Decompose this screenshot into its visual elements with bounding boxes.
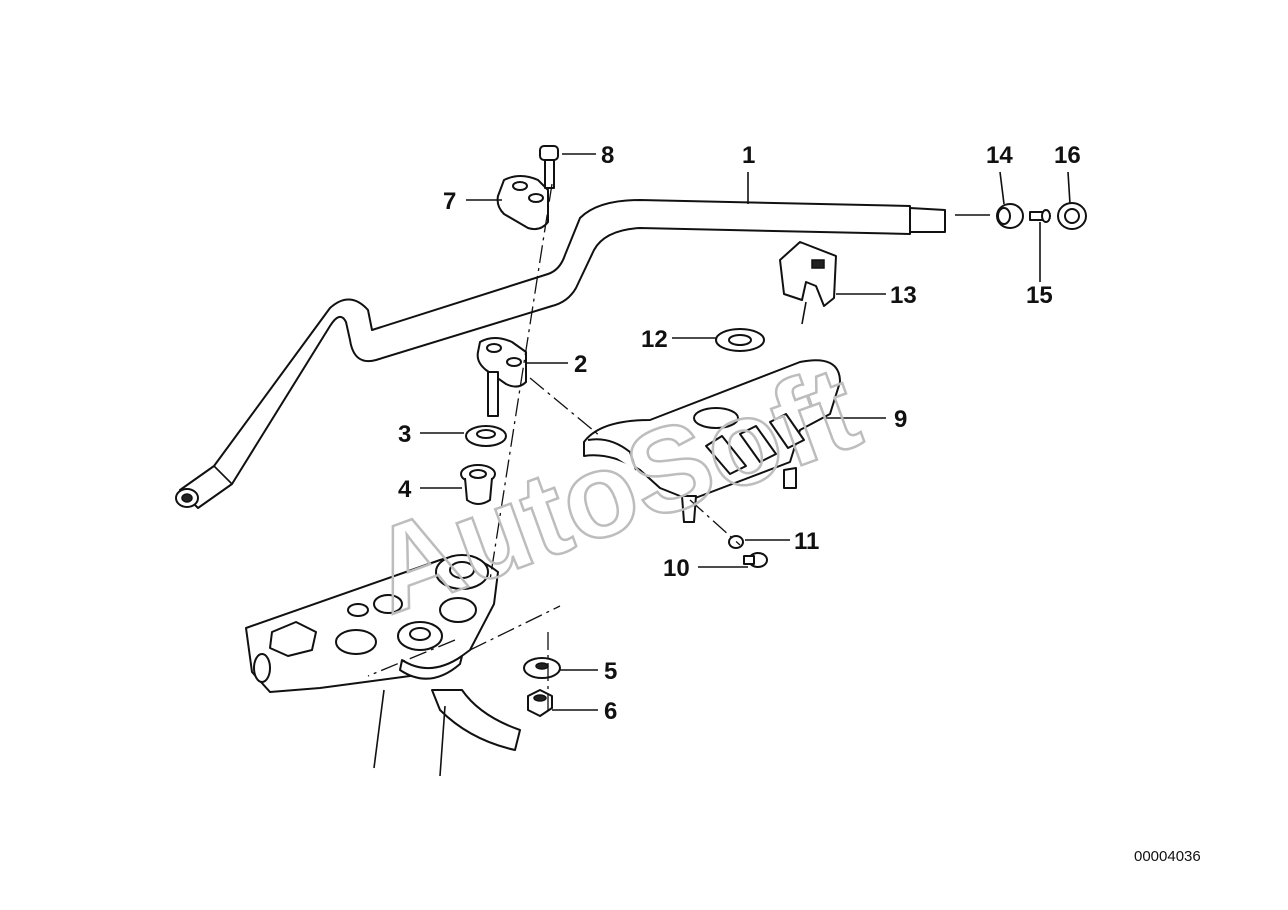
callout-10: 10 <box>663 555 690 582</box>
callout-11: 11 <box>794 528 819 555</box>
bar-end-screw-part <box>1029 209 1051 223</box>
washer-part <box>465 425 507 447</box>
washer-cover-part <box>715 328 765 352</box>
callout-15: 15 <box>1026 282 1053 309</box>
callout-labels: 1 2 3 4 5 6 7 8 9 10 11 12 13 14 15 16 <box>398 142 1081 725</box>
callout-16: 16 <box>1054 142 1081 169</box>
callout-14: 14 <box>986 142 1013 169</box>
bar-end-weight-part <box>996 203 1024 229</box>
callout-12: 12 <box>641 326 668 353</box>
fork-bridge-part <box>245 554 521 777</box>
callout-6: 6 <box>604 698 617 725</box>
nut-part <box>527 689 553 717</box>
callout-1: 1 <box>742 142 755 169</box>
leader-lines <box>420 153 1071 711</box>
clamp-upper-part <box>496 175 549 231</box>
callout-7: 7 <box>443 188 456 215</box>
callout-9: 9 <box>894 406 907 433</box>
cap-part <box>779 241 837 307</box>
axis-lines <box>367 183 807 710</box>
screw-part <box>539 145 559 189</box>
washer-lower-part <box>523 657 561 679</box>
bar-end-cap-part <box>1057 202 1087 230</box>
callout-13: 13 <box>890 282 917 309</box>
screw-small-part <box>743 552 768 568</box>
callout-3: 3 <box>398 421 411 448</box>
diagram-reference-number: 00004036 <box>1134 848 1201 865</box>
callout-4: 4 <box>398 476 412 503</box>
riser-part <box>476 337 527 417</box>
callout-8: 8 <box>601 142 614 169</box>
callout-5: 5 <box>604 658 617 685</box>
cover-part <box>583 359 841 523</box>
handlebar-part <box>175 199 946 509</box>
bushing-part <box>460 464 496 505</box>
callout-2: 2 <box>574 351 587 378</box>
watermark: AutoSoft <box>353 340 875 639</box>
